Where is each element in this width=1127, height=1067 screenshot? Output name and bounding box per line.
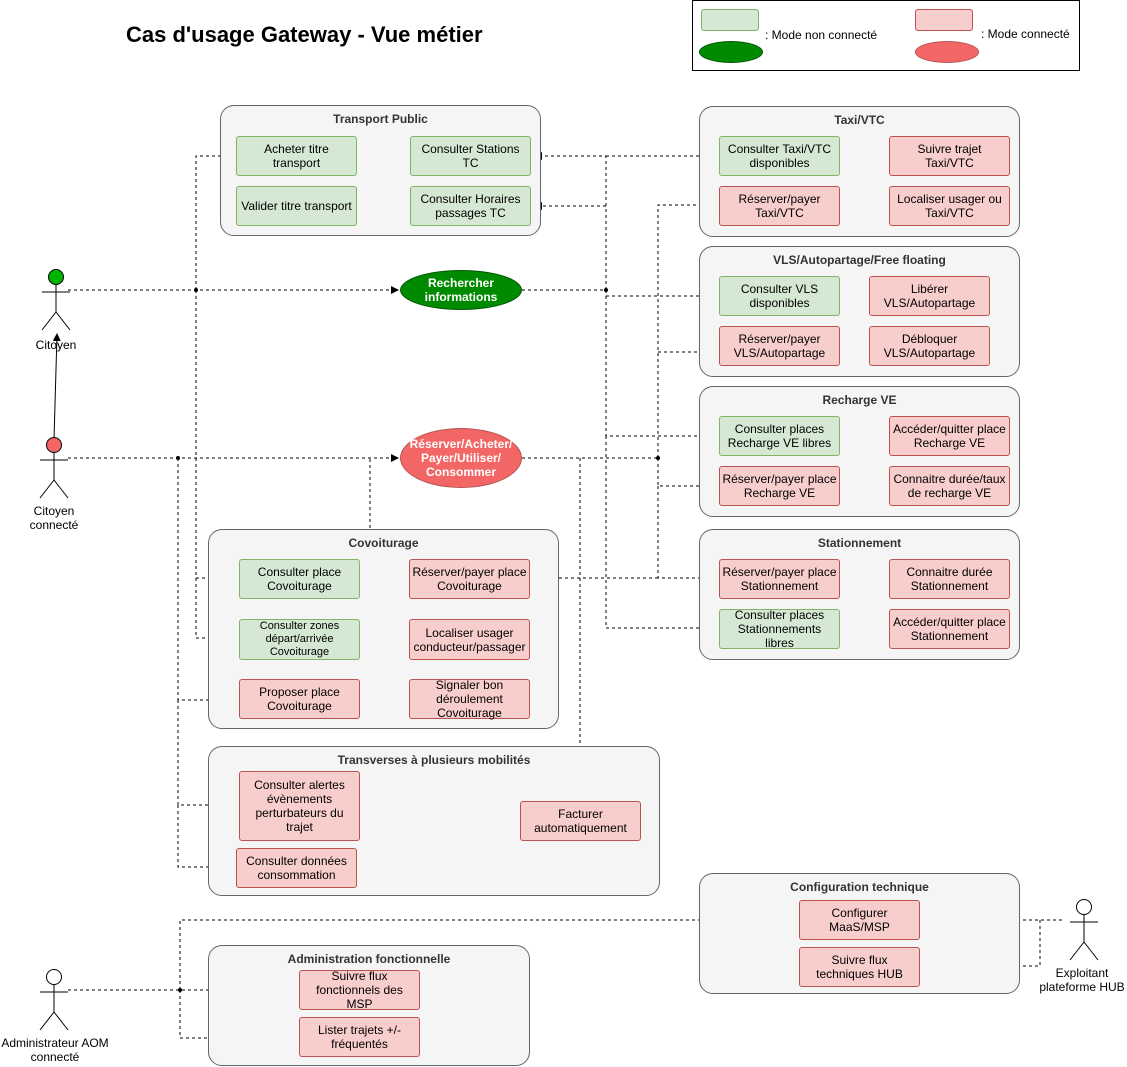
actor-citoyen-label: Citoyen <box>35 338 77 352</box>
uc-label: Valider titre transport <box>241 199 352 213</box>
uc-label: Proposer place Covoiturage <box>259 685 340 713</box>
uc-reserver-covoit[interactable]: Réserver/payer place Covoiturage <box>409 559 530 599</box>
legend-offline-label: : Mode non connecté <box>765 28 878 42</box>
uc-lister-trajets[interactable]: Lister trajets +/- fréquentés <box>299 1017 420 1057</box>
group-title: Administration fonctionnelle <box>287 952 451 966</box>
uc-label: Consulter données consommation <box>246 854 347 882</box>
uc-label: Suivre trajet Taxi/VTC <box>917 142 982 170</box>
uc-label: Acheter titre transport <box>264 142 329 170</box>
uc-consulter-alertes[interactable]: Consulter alertes évènements perturbateu… <box>239 771 360 841</box>
actor-citoyen-icon <box>41 269 71 331</box>
legend: : Mode non connecté : Mode connecté <box>692 0 1080 71</box>
legend-green-ellipse <box>699 41 763 63</box>
uc-label: Consulter VLS disponibles <box>740 282 819 310</box>
uc-label: Localiser usager conducteur/passager <box>413 625 526 654</box>
uc-consulter-zones-covoit[interactable]: Consulter zones départ/arrivée Covoitura… <box>239 619 360 660</box>
legend-red-ellipse <box>915 41 979 63</box>
uc-label: Consulter alertes évènements perturbateu… <box>254 778 345 834</box>
group-title: Taxi/VTC <box>834 113 885 127</box>
uc-label: Réserver/payer place Recharge VE <box>722 472 837 500</box>
legend-online-label: : Mode connecté <box>981 27 1070 41</box>
group-title: Recharge VE <box>822 393 897 407</box>
page-title: Cas d'usage Gateway - Vue métier <box>126 22 483 47</box>
uc-acheter-titre[interactable]: Acheter titre transport <box>236 136 357 176</box>
uc-consulter-consommation[interactable]: Consulter données consommation <box>236 848 357 888</box>
uc-facturer[interactable]: Facturer automatiquement <box>520 801 641 841</box>
uc-connaitre-recharge[interactable]: Connaitre durée/taux de recharge VE <box>889 466 1010 506</box>
group-title: Transport Public <box>333 112 428 126</box>
uc-label: Localiser usager ou Taxi/VTC <box>897 192 1002 220</box>
uc-label: Libérer VLS/Autopartage <box>883 282 976 310</box>
uc-reserver-vls[interactable]: Réserver/payer VLS/Autopartage <box>719 326 840 366</box>
uc-reserver-stationnement[interactable]: Réserver/payer place Stationnement <box>719 559 840 599</box>
group-title: Covoiturage <box>348 536 419 550</box>
uc-label: Suivre flux techniques HUB <box>816 953 903 981</box>
uc-reserver-recharge[interactable]: Réserver/payer place Recharge VE <box>719 466 840 506</box>
uc-valider-titre[interactable]: Valider titre transport <box>236 186 357 226</box>
uc-label: Facturer automatiquement <box>534 807 627 835</box>
legend-red-box <box>915 9 973 31</box>
uc-label: Consulter places Recharge VE libres <box>727 422 832 450</box>
uc-label: Consulter place Covoiturage <box>257 565 342 593</box>
actor-citoyen-connecte-icon <box>39 437 69 499</box>
uc-label: Connaitre durée Stationnement <box>906 565 993 593</box>
uc-acceder-recharge[interactable]: Accéder/quitter place Recharge VE <box>889 416 1010 456</box>
uc-consulter-stations[interactable]: Consulter Stations TC <box>410 136 531 176</box>
uc-suivre-flux-techniques[interactable]: Suivre flux techniques HUB <box>799 947 920 987</box>
uc-label: Consulter places Stationnements libres <box>734 608 825 650</box>
uc-consulter-taxi[interactable]: Consulter Taxi/VTC disponibles <box>719 136 840 176</box>
uc-label: Débloquer VLS/Autopartage <box>883 332 976 360</box>
uc-acceder-stationnement[interactable]: Accéder/quitter place Stationnement <box>889 609 1010 649</box>
uc-label: Consulter Taxi/VTC disponibles <box>727 142 832 170</box>
uc-label: Réserver/payer place Stationnement <box>722 565 837 593</box>
group-title: Transverses à plusieurs mobilités <box>337 753 531 767</box>
uc-consulter-stationnement[interactable]: Consulter places Stationnements libres <box>719 608 840 650</box>
actor-admin-label: Administrateur AOM connecté <box>1 1036 109 1064</box>
rechercher-informations-ellipse[interactable]: Rechercher informations <box>400 270 522 310</box>
uc-label: Consulter Stations TC <box>421 142 520 170</box>
reserver-label: Réserver/Acheter/ Payer/Utiliser/ Consom… <box>409 437 513 479</box>
actor-citoyen-connecte-label: Citoyen connecté <box>29 504 79 532</box>
uc-consulter-vls[interactable]: Consulter VLS disponibles <box>719 276 840 316</box>
uc-label: Réserver/payer place Covoiturage <box>412 565 527 593</box>
uc-suivre-trajet-taxi[interactable]: Suivre trajet Taxi/VTC <box>889 136 1010 176</box>
rechercher-label: Rechercher informations <box>424 276 498 304</box>
uc-label: Réserver/payer Taxi/VTC <box>738 192 821 220</box>
uc-consulter-recharge[interactable]: Consulter places Recharge VE libres <box>719 416 840 456</box>
uc-configurer-maas[interactable]: Configurer MaaS/MSP <box>799 900 920 940</box>
group-title: VLS/Autopartage/Free floating <box>773 253 946 267</box>
uc-label: Lister trajets +/- fréquentés <box>317 1023 402 1051</box>
uc-label: Signaler bon déroulement Covoiturage <box>435 678 504 720</box>
uc-suivre-flux-fonctionnels[interactable]: Suivre flux fonctionnels des MSP <box>299 969 420 1011</box>
legend-green-box <box>701 9 759 31</box>
uc-debloquer-vls[interactable]: Débloquer VLS/Autopartage <box>869 326 990 366</box>
uc-localiser-taxi[interactable]: Localiser usager ou Taxi/VTC <box>889 186 1010 226</box>
uc-label: Consulter Horaires passages TC <box>420 192 521 220</box>
uc-liberer-vls[interactable]: Libérer VLS/Autopartage <box>869 276 990 316</box>
uc-signaler-covoit[interactable]: Signaler bon déroulement Covoiturage <box>409 678 530 720</box>
uc-label: Accéder/quitter place Stationnement <box>893 615 1006 643</box>
uc-reserver-taxi[interactable]: Réserver/payer Taxi/VTC <box>719 186 840 226</box>
uc-label: Consulter zones départ/arrivée Covoitura… <box>259 620 340 658</box>
actor-exploitant-icon <box>1069 899 1099 961</box>
uc-consulter-horaires[interactable]: Consulter Horaires passages TC <box>410 186 531 226</box>
uc-connaitre-stationnement[interactable]: Connaitre durée Stationnement <box>889 559 1010 599</box>
uc-localiser-covoit[interactable]: Localiser usager conducteur/passager <box>409 619 530 660</box>
uc-label: Configurer MaaS/MSP <box>829 906 890 934</box>
uc-label: Accéder/quitter place Recharge VE <box>893 422 1006 450</box>
uc-label: Connaitre durée/taux de recharge VE <box>893 472 1006 500</box>
group-title: Configuration technique <box>790 880 929 894</box>
uc-label: Réserver/payer VLS/Autopartage <box>733 332 826 360</box>
reserver-consommer-ellipse[interactable]: Réserver/Acheter/ Payer/Utiliser/ Consom… <box>400 428 522 488</box>
uc-proposer-covoit[interactable]: Proposer place Covoiturage <box>239 679 360 719</box>
uc-consulter-place-covoit[interactable]: Consulter place Covoiturage <box>239 559 360 599</box>
group-title: Stationnement <box>817 536 902 550</box>
actor-admin-icon <box>39 969 69 1031</box>
uc-label: Suivre flux fonctionnels des MSP <box>316 969 403 1011</box>
actor-exploitant-label: Exploitant plateforme HUB <box>1039 966 1125 994</box>
